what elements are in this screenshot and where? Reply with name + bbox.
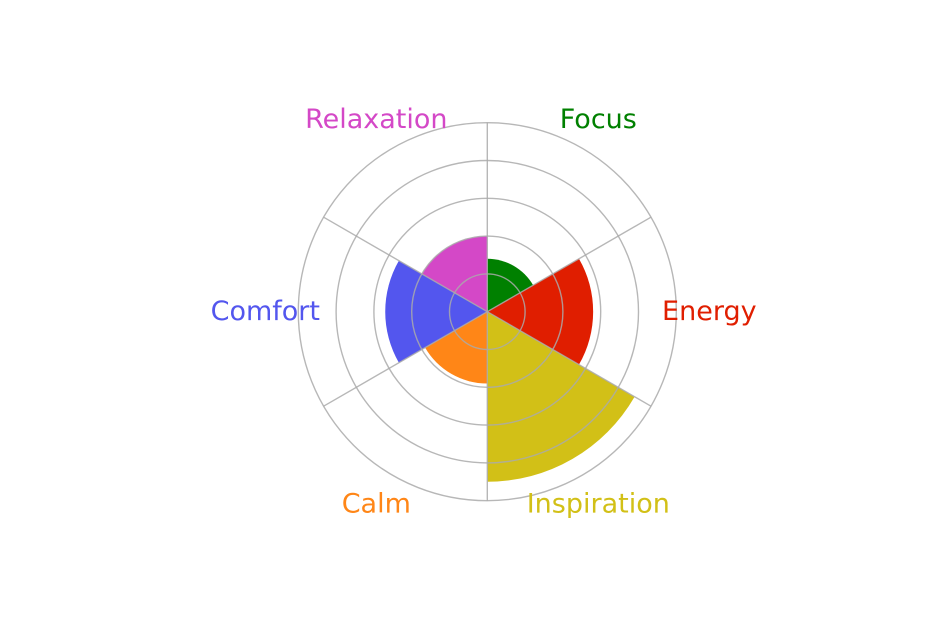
angular-gridline (323, 216, 488, 313)
bar-comfort (385, 260, 488, 363)
category-label-relaxation: Relaxation (305, 104, 447, 135)
bar-focus (487, 258, 534, 312)
bar-inspiration (487, 311, 635, 482)
angular-gridline (486, 216, 652, 313)
category-label-focus: Focus (560, 104, 637, 135)
category-label-comfort: Comfort (211, 296, 320, 327)
grid-layer (297, 122, 677, 502)
bars-layer (385, 236, 635, 482)
angular-gridline (323, 311, 488, 407)
category-label-inspiration: Inspiration (527, 488, 670, 519)
category-label-calm: Calm (342, 488, 411, 519)
category-label-energy: Energy (662, 296, 757, 327)
bar-energy (487, 258, 594, 365)
angular-gridline (486, 311, 652, 407)
bar-calm (425, 311, 488, 384)
